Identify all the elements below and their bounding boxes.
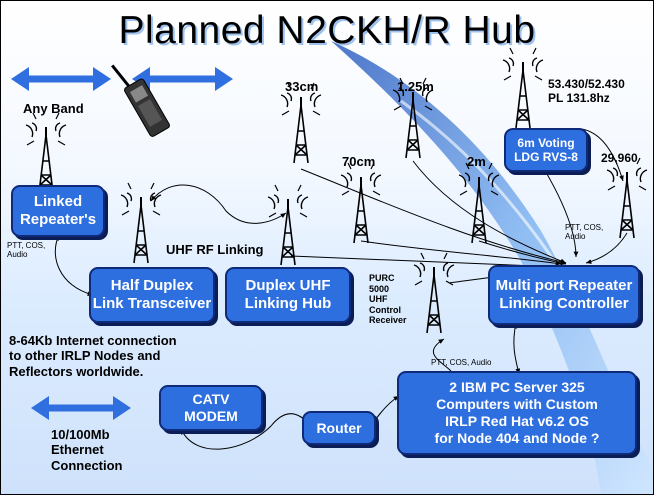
router-box: Router <box>302 411 376 445</box>
duplex-uhf-label: Duplex UHF Linking Hub <box>244 277 332 312</box>
band-2m-label: 2m <box>467 154 486 169</box>
duplex-uhf-hub-box: Duplex UHF Linking Hub <box>225 267 351 323</box>
radio-tower-icon <box>502 47 544 129</box>
band-70cm-label: 70cm <box>342 154 376 169</box>
half-duplex-label: Half Duplex Link Transceiver <box>92 277 212 312</box>
band-10m-label: 29.960 <box>601 151 638 165</box>
ethernet-connection-label: 10/100Mb Ethernet Connection <box>51 427 123 473</box>
servers-label: 2 IBM PC Server 325 Computers with Custo… <box>434 379 600 446</box>
double-arrow-icon <box>11 67 111 91</box>
internet-connection-label: 8-64Kb Internet connection to other IRLP… <box>9 333 177 379</box>
catv-modem-box: CATV MODEM <box>159 385 263 431</box>
any-band-label: Any Band <box>23 101 84 116</box>
catv-label: CATV MODEM <box>184 391 238 424</box>
page-title: Planned N2CKH/R Hub <box>118 9 536 52</box>
double-arrow-icon <box>31 396 131 420</box>
ptt-cos-audio-bottom-label: PTT, COS, Audio <box>431 358 492 367</box>
router-label: Router <box>316 419 362 436</box>
ptt-cos-audio-right-label: PTT, COS, Audio <box>565 223 604 242</box>
radio-tower-icon <box>606 157 648 239</box>
linked-repeaters-box: Linked Repeater's <box>11 185 105 237</box>
half-duplex-transceiver-box: Half Duplex Link Transceiver <box>89 267 215 323</box>
purc-receiver-label: PURC 5000 UHF Control Receiver <box>369 273 407 326</box>
radio-tower-icon <box>413 252 455 334</box>
voting-label: 6m Voting LDG RVS-8 <box>514 135 578 164</box>
uhf-rf-linking-label: UHF RF Linking <box>166 242 264 257</box>
radio-tower-icon <box>280 82 322 164</box>
radio-tower-icon <box>267 184 309 266</box>
handheld-radio-icon <box>111 64 170 137</box>
radio-tower-icon <box>120 182 162 264</box>
multiport-controller-box: Multi port Repeater Linking Controller <box>488 265 640 325</box>
radio-tower-icon <box>340 162 382 244</box>
linked-repeaters-label: Linked Repeater's <box>19 193 97 228</box>
band-33cm-label: 33cm <box>285 79 319 94</box>
multiport-label: Multi port Repeater Linking Controller <box>495 277 633 312</box>
band-125m-label: 1.25m <box>397 79 434 94</box>
band-6m-frequency-label: 53.430/52.430 PL 131.8hz <box>548 77 625 106</box>
voting-box: 6m Voting LDG RVS-8 <box>504 128 588 172</box>
ptt-cos-audio-left-label: PTT, COS, Audio <box>7 241 46 260</box>
radio-tower-icon <box>25 112 67 194</box>
servers-box: 2 IBM PC Server 325 Computers with Custo… <box>397 371 637 455</box>
